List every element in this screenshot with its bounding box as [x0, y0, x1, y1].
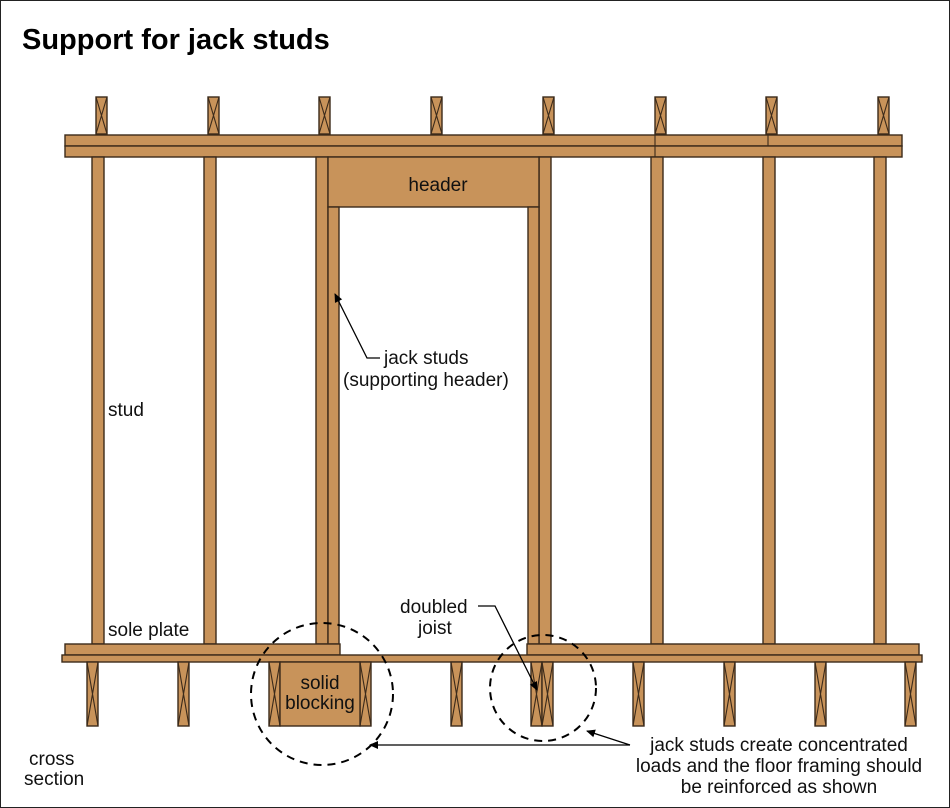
cross-section-label-1: cross: [29, 749, 74, 770]
top-plate-lower: [64, 145, 903, 158]
stud: [762, 156, 776, 645]
jack-studs-label-1: jack studs: [383, 348, 468, 369]
note-line-1: jack studs create concentrated: [649, 735, 908, 756]
sole-plate-right: [526, 643, 920, 656]
floor-joist: [450, 661, 463, 727]
top-joist-end: [318, 96, 331, 135]
floor-joist: [268, 661, 281, 727]
top-plate-upper: [64, 134, 903, 147]
solid-blocking-label-2: blocking: [285, 693, 355, 714]
doubled-joist-leader: [478, 605, 538, 691]
doubled-joist-highlight-circle: [489, 634, 597, 742]
floor-joist: [904, 661, 917, 727]
cross-section-label-2: section: [24, 769, 84, 790]
doubled-joist: [530, 661, 554, 727]
stud: [91, 156, 105, 645]
stud-label: stud: [108, 400, 144, 421]
top-joist-ends: [95, 96, 890, 135]
floor-joist: [814, 661, 827, 727]
top-joist-end: [430, 96, 443, 135]
top-joist-end: [765, 96, 778, 135]
solid-blocking: [279, 661, 361, 727]
note-line-2: loads and the floor framing should: [636, 756, 922, 777]
blocking-highlight-circle: [250, 622, 394, 766]
solid-blocking-label-1: solid: [300, 673, 339, 694]
diagram-title: Support for jack studs: [22, 24, 330, 56]
jack-stud-right: [527, 206, 540, 645]
note-leader-to-doubled-joist: [586, 729, 631, 746]
sole-plate-left: [64, 643, 341, 656]
king-stud-left: [315, 156, 329, 645]
jack-studs-label-2: (supporting header): [343, 370, 509, 391]
king-stud-right: [538, 156, 552, 645]
doubled-joist-label-1: doubled: [400, 597, 468, 618]
doubled-joist-label-2: joist: [417, 618, 453, 639]
stud: [650, 156, 664, 645]
floor-joist: [86, 661, 99, 727]
jack-studs-leader: [334, 293, 380, 359]
floor-joist: [177, 661, 190, 727]
top-joist-end: [95, 96, 108, 135]
note-line-3: be reinforced as shown: [681, 777, 877, 798]
top-joist-end: [542, 96, 555, 135]
top-joist-end: [654, 96, 667, 135]
top-joist-end: [877, 96, 890, 135]
floor-joist: [359, 661, 372, 727]
stud: [203, 156, 217, 645]
top-joist-end: [207, 96, 220, 135]
sole-plate-label: sole plate: [108, 620, 189, 641]
header-label: header: [408, 175, 468, 196]
header-beam: [327, 156, 540, 208]
floor-joists: [86, 661, 917, 727]
subfloor: [61, 654, 923, 663]
floor-joist: [723, 661, 736, 727]
floor-joist: [632, 661, 645, 727]
jack-stud-left: [327, 206, 340, 645]
stud: [873, 156, 887, 645]
